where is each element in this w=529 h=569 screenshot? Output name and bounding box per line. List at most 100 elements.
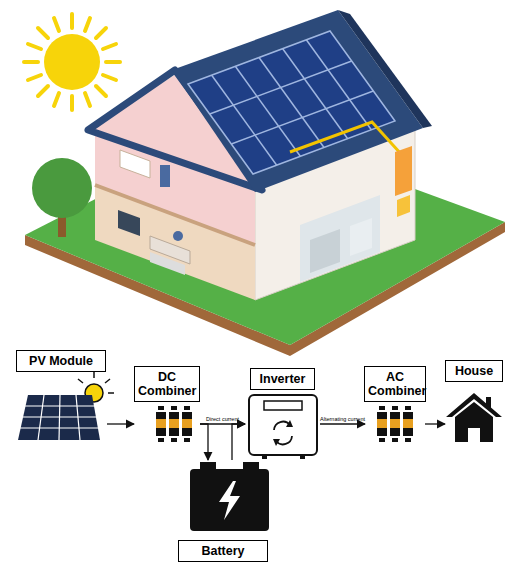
combiner-icon-part bbox=[392, 438, 398, 442]
combiner-icon-part bbox=[156, 412, 166, 436]
combiner-icon bbox=[156, 406, 192, 442]
sun bbox=[24, 14, 120, 110]
sun-part bbox=[38, 86, 48, 96]
house-illustration-part bbox=[210, 40, 374, 165]
inverter-icon-part bbox=[264, 401, 302, 410]
sun-part bbox=[44, 34, 100, 90]
house-illustration-part bbox=[300, 195, 380, 282]
battery-icon bbox=[190, 462, 269, 531]
house-illustration-part-part bbox=[283, 49, 348, 139]
component-label: Inverter bbox=[250, 368, 315, 390]
solar-panel-icon-part bbox=[18, 395, 100, 440]
house-illustration-part bbox=[290, 122, 402, 170]
combiner-icon-part bbox=[184, 406, 190, 410]
sun-part bbox=[70, 14, 74, 28]
house-illustration-part bbox=[95, 185, 255, 245]
house-illustration-part bbox=[310, 229, 340, 273]
sun-part bbox=[96, 28, 106, 38]
component-node: PV Module bbox=[15, 350, 107, 445]
solar-panel-icon bbox=[18, 372, 114, 440]
combiner-icon-part bbox=[182, 412, 192, 436]
combiner-icon-part bbox=[156, 419, 166, 428]
combiner-icon-part bbox=[390, 412, 400, 436]
solar-panel-icon-part-part bbox=[105, 379, 110, 383]
component-label: AC Combiner bbox=[364, 366, 426, 402]
solar-panel-icon-part-part bbox=[108, 392, 114, 394]
connector-arrow bbox=[320, 423, 365, 424]
combiner-icon-part bbox=[184, 438, 190, 442]
connector-arrow bbox=[425, 423, 445, 424]
solar-panel-icon-part-part bbox=[78, 379, 83, 383]
component-node: AC Combiner bbox=[365, 366, 425, 442]
inverter-icon-part bbox=[286, 420, 293, 427]
combiner-icon-part bbox=[158, 438, 164, 442]
combiner-icon-part bbox=[405, 438, 411, 442]
combiner-icon-part bbox=[377, 412, 387, 436]
sun-part bbox=[54, 18, 59, 31]
sun-part bbox=[54, 93, 59, 106]
combiner-icon-part bbox=[403, 412, 413, 436]
combiner-icon-part bbox=[158, 406, 164, 410]
component-label: House bbox=[445, 360, 503, 382]
battery-icon-part bbox=[219, 481, 240, 520]
combiner-icon-part bbox=[405, 406, 411, 410]
component-node: DC Combiner bbox=[134, 366, 200, 442]
solar-panel-icon-part-part bbox=[59, 395, 60, 440]
combiner-icon-part bbox=[403, 419, 413, 428]
house-illustration-part bbox=[397, 195, 410, 217]
solar-panel-icon-part-part bbox=[38, 395, 44, 440]
battery-icon-part bbox=[190, 469, 269, 531]
sun-part bbox=[28, 44, 41, 49]
solar-panel-icon-part-part bbox=[93, 372, 95, 378]
sun-part bbox=[103, 75, 116, 80]
sun-part bbox=[106, 60, 120, 64]
edge-label: Alternating current bbox=[320, 416, 365, 422]
connector-arrow bbox=[200, 423, 245, 424]
house-illustration-part-part bbox=[306, 40, 371, 130]
inverter-icon-part bbox=[249, 395, 317, 455]
house-illustration-part bbox=[172, 10, 423, 192]
component-node: Inverter bbox=[245, 368, 320, 460]
sun-part bbox=[28, 75, 41, 80]
sun-part bbox=[85, 93, 90, 106]
component-label: Battery bbox=[178, 540, 268, 562]
tree-part bbox=[32, 158, 92, 218]
house-illustration-part bbox=[160, 165, 170, 187]
combiner-icon-part bbox=[390, 419, 400, 428]
combiner-icon-part bbox=[169, 412, 179, 436]
combiner-icon-part bbox=[171, 406, 177, 410]
sun-part bbox=[96, 86, 106, 96]
sun-part bbox=[70, 96, 74, 110]
combiner-icon-part bbox=[377, 419, 387, 428]
house-illustration-part bbox=[118, 210, 140, 236]
combiner-icon-part bbox=[171, 438, 177, 442]
inverter-icon-part bbox=[262, 455, 267, 459]
inverter-icon-part bbox=[300, 455, 305, 459]
house-illustration bbox=[88, 10, 432, 300]
inverter-icon-part bbox=[273, 439, 280, 446]
house-illustration-part bbox=[395, 146, 412, 196]
house-illustration-part bbox=[120, 150, 150, 178]
component-label: DC Combiner bbox=[134, 366, 200, 402]
combiner-icon bbox=[377, 406, 413, 442]
component-node: House bbox=[445, 360, 503, 445]
house-icon-part bbox=[486, 397, 491, 408]
edge-label: Direct current bbox=[206, 416, 239, 422]
tree bbox=[32, 158, 92, 237]
house-illustration-part bbox=[173, 231, 183, 241]
component-label: PV Module bbox=[16, 350, 106, 372]
solar-panel-icon-part bbox=[20, 395, 98, 440]
house-icon bbox=[446, 393, 502, 442]
component-node: Battery bbox=[176, 460, 270, 562]
combiner-icon-part bbox=[379, 438, 385, 442]
solar-panel-icon-part-part bbox=[76, 395, 80, 440]
connector-arrow bbox=[232, 424, 245, 460]
house-illustration-part bbox=[350, 218, 372, 256]
combiner-icon-part bbox=[169, 419, 179, 428]
inverter-icon bbox=[249, 395, 317, 459]
house-illustration-part bbox=[150, 252, 185, 275]
sun-part bbox=[24, 60, 38, 64]
